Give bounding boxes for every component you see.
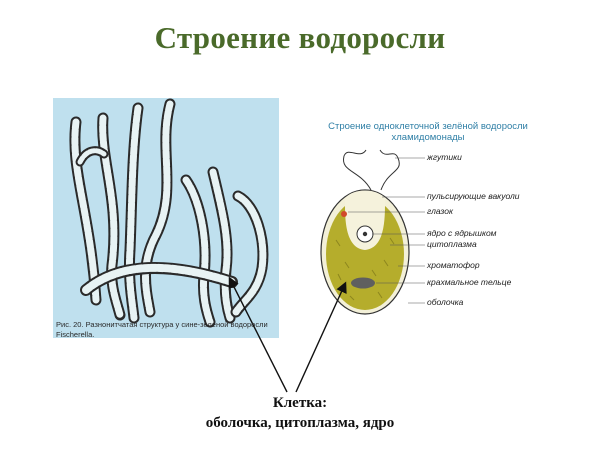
left-figure-caption: Рис. 20. Разнонитчатая структура у сине-…: [56, 320, 268, 339]
label-chromatophore: хроматофор: [427, 260, 480, 270]
starch-body: [351, 277, 375, 289]
label-flagella: жгутики: [427, 152, 462, 162]
slide-title: Строение водоросли: [154, 20, 446, 55]
filament-4: [140, 98, 176, 318]
filament-5: [180, 174, 216, 328]
chromatophore-texture: [335, 237, 395, 301]
label-membrane: оболочка: [427, 297, 464, 307]
filament-1: [69, 116, 102, 306]
filament-7: [230, 190, 269, 318]
cell-caption: Клетка: оболочка, цитоплазма, ядро: [0, 393, 600, 433]
right-figure-title: Строение одноклеточной зелёной водоросли…: [328, 121, 528, 143]
filament-3: [123, 102, 144, 324]
cytoplasm-cavity: [344, 190, 386, 250]
filament-2: [97, 112, 126, 321]
cell-caption-parts: оболочка, цитоплазма, ядро: [205, 415, 395, 431]
nucleolus: [362, 231, 368, 237]
label-vacuoles: пульсирующие вакуоли: [427, 191, 520, 201]
eyespot: [341, 211, 347, 217]
filament-base: [80, 261, 238, 296]
filament-branch: [75, 146, 109, 167]
flagella: [343, 149, 372, 191]
filament-6: [207, 166, 236, 324]
leader-lines: [348, 157, 425, 304]
label-cytoplasm: цитоплазма: [427, 239, 477, 249]
label-eyespot: глазок: [427, 206, 454, 216]
label-nucleus: ядро с ядрышком: [427, 228, 497, 238]
label-starch-body: крахмальное тельце: [427, 277, 512, 287]
pointer-arrows: [228, 276, 347, 393]
cell-caption-heading: Клетка:: [272, 395, 328, 411]
chlamydomonas-cell: [320, 149, 410, 315]
alga-filaments: [69, 98, 269, 328]
